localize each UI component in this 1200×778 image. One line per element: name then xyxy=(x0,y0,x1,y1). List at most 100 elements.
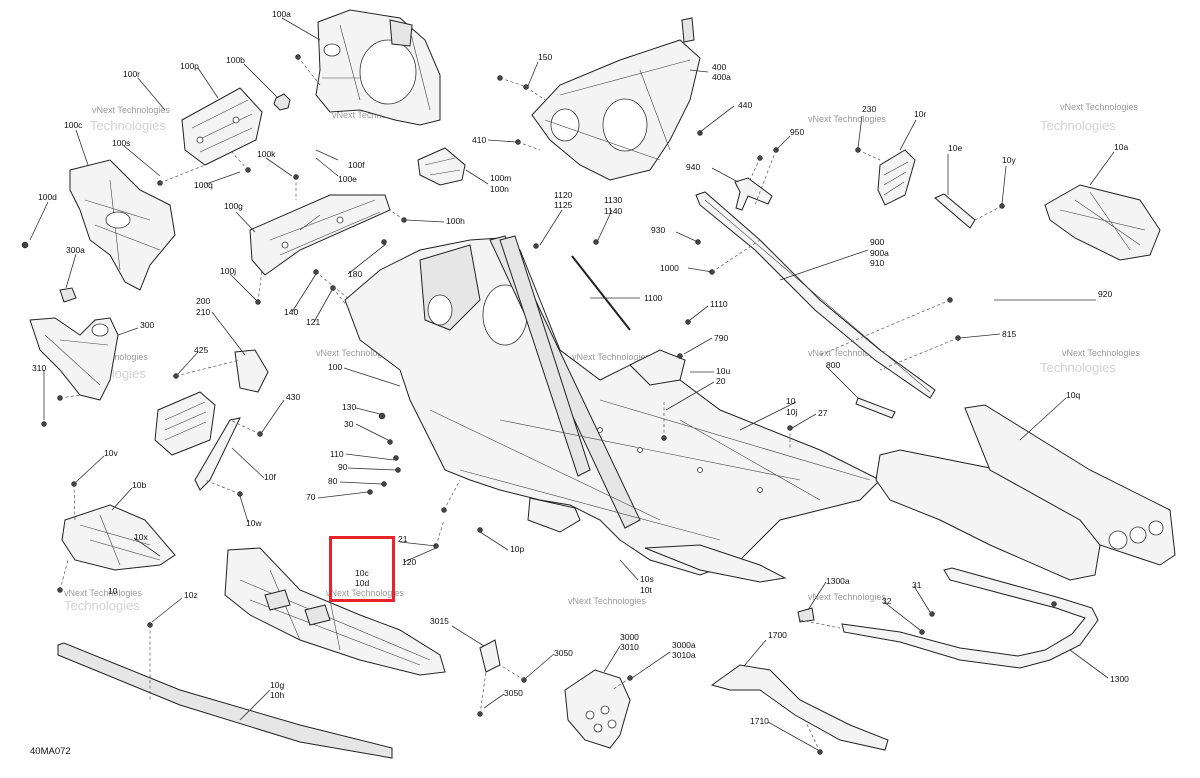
callout-label: 10 xyxy=(108,586,118,596)
callout-label: 1110 xyxy=(710,299,728,309)
part-cap-1300a xyxy=(797,607,815,623)
callout-label: 30 xyxy=(344,419,354,429)
callout-label: 3050 xyxy=(554,648,573,658)
callout-label: 1000 xyxy=(660,263,679,273)
watermark-text: Technologies xyxy=(90,118,166,133)
callout-label: 10e xyxy=(948,143,962,153)
callout-label: 100m xyxy=(490,173,511,183)
callout-label: 940 xyxy=(686,162,700,172)
part-front-upper-bracket xyxy=(315,9,441,126)
callout-label: 10b xyxy=(132,480,146,490)
part-bracket-3015 xyxy=(479,639,501,673)
callout-label: 121 xyxy=(306,317,320,327)
callout-label: 410 xyxy=(472,135,486,145)
callout-label: 100r xyxy=(123,69,140,79)
callout-label: 32 xyxy=(882,596,892,606)
callout-labels: 100a 100r 100p 100b 100c 100s 100d 100q … xyxy=(32,9,1129,726)
callout-label: 900a xyxy=(870,248,889,258)
watermark-text: vNext Technologies xyxy=(808,348,886,358)
part-strip-800 xyxy=(855,397,896,419)
callout-label: 1300a xyxy=(826,576,850,586)
callout-label: 100g xyxy=(224,201,243,211)
watermark-text: Technologies xyxy=(64,598,140,613)
callout-label: 300a xyxy=(66,245,85,255)
diagram-code-label: 40MA072 xyxy=(30,746,71,757)
callout-label: 1100 xyxy=(644,293,663,303)
callout-label: 100k xyxy=(257,149,276,159)
part-nut-100d xyxy=(21,241,29,249)
callout-label: 100p xyxy=(180,61,199,71)
callout-label: 10a xyxy=(1114,142,1128,152)
callout-label: 100s xyxy=(112,138,130,148)
callout-label: 180 xyxy=(348,269,362,279)
callout-label: 31 xyxy=(912,580,922,590)
part-upper-bulkhead-400 xyxy=(531,17,701,181)
part-side-rail-1700 xyxy=(710,664,889,751)
callout-label: 950 xyxy=(790,127,804,137)
callout-label: 100f xyxy=(348,160,365,170)
callout-label: 100c xyxy=(64,120,83,130)
callout-label: 200 xyxy=(196,296,210,306)
part-main-frame xyxy=(344,235,881,576)
callout-label: 440 xyxy=(738,100,752,110)
callout-label: 10g xyxy=(270,680,284,690)
callout-label: 310 xyxy=(32,363,46,373)
callout-label: 10s xyxy=(640,574,654,584)
callout-label: 130 xyxy=(342,402,356,412)
callout-label: 920 xyxy=(1098,289,1112,299)
callout-label: 27 xyxy=(818,408,828,418)
callout-label: 10j xyxy=(786,407,797,417)
part-front-frame-100c xyxy=(69,159,176,291)
callout-label: 400 xyxy=(712,62,726,72)
part-bottom-rail-10g xyxy=(57,642,393,759)
callout-label: 1130 xyxy=(604,195,623,205)
callout-label: 1140 xyxy=(604,206,623,216)
leader-lines xyxy=(29,17,1115,751)
watermark-text: vNext Technologies xyxy=(332,110,410,120)
part-bracket-10r xyxy=(877,149,916,206)
part-running-board-10p xyxy=(527,497,787,583)
callout-label: 10t xyxy=(640,585,652,595)
callout-label: 100n xyxy=(490,184,509,194)
callout-label: 3000a xyxy=(672,640,696,650)
callout-label: 230 xyxy=(862,104,876,114)
selection-highlight-box xyxy=(329,536,395,602)
watermark-text: vNext Technologies xyxy=(808,592,886,602)
callout-label: 3010 xyxy=(620,642,639,652)
watermark-text: vNext Technologies xyxy=(1062,348,1140,358)
callout-label: 100e xyxy=(338,174,357,184)
watermark-text: Technologies xyxy=(1040,118,1116,133)
callout-label: 900 xyxy=(870,237,884,247)
watermark-text: vNext Technologies xyxy=(568,596,646,606)
watermark-text: vNext Technologies xyxy=(316,348,394,358)
callout-label: 80 xyxy=(328,476,338,486)
part-bracket-200 xyxy=(234,349,269,393)
callout-label: 3050 xyxy=(504,688,523,698)
callout-label: 910 xyxy=(870,258,884,268)
watermark-group: vNext Technologies vNext Technologies vN… xyxy=(64,102,1140,613)
callout-label: 150 xyxy=(538,52,552,62)
part-suspension-mount-300 xyxy=(29,287,119,401)
part-footrest-3000 xyxy=(564,669,631,749)
callout-label: 10x xyxy=(134,532,148,542)
callout-label: 100d xyxy=(38,192,57,202)
part-lower-panel-10b xyxy=(61,504,176,571)
part-bumper-1300 xyxy=(841,567,1099,669)
part-grate-425 xyxy=(154,391,216,456)
callout-label: 10c xyxy=(355,568,369,578)
part-side-plate-100p xyxy=(181,87,263,166)
part-long-rail-900 xyxy=(695,191,936,399)
callout-label: 1710 xyxy=(750,716,769,726)
callout-label: 10d xyxy=(355,578,369,588)
callout-label: 400a xyxy=(712,72,731,82)
part-tunnel-cover-10q xyxy=(875,404,1176,581)
callout-label: 790 xyxy=(714,333,728,343)
callout-label: 10p xyxy=(510,544,524,554)
part-bracket-940 xyxy=(734,177,773,211)
watermark-text: vNext Technologies xyxy=(92,105,170,115)
callout-label: 425 xyxy=(194,345,208,355)
callout-label: 1125 xyxy=(554,200,573,210)
callout-label: 100 xyxy=(328,362,342,372)
callout-label: 10r xyxy=(914,109,926,119)
